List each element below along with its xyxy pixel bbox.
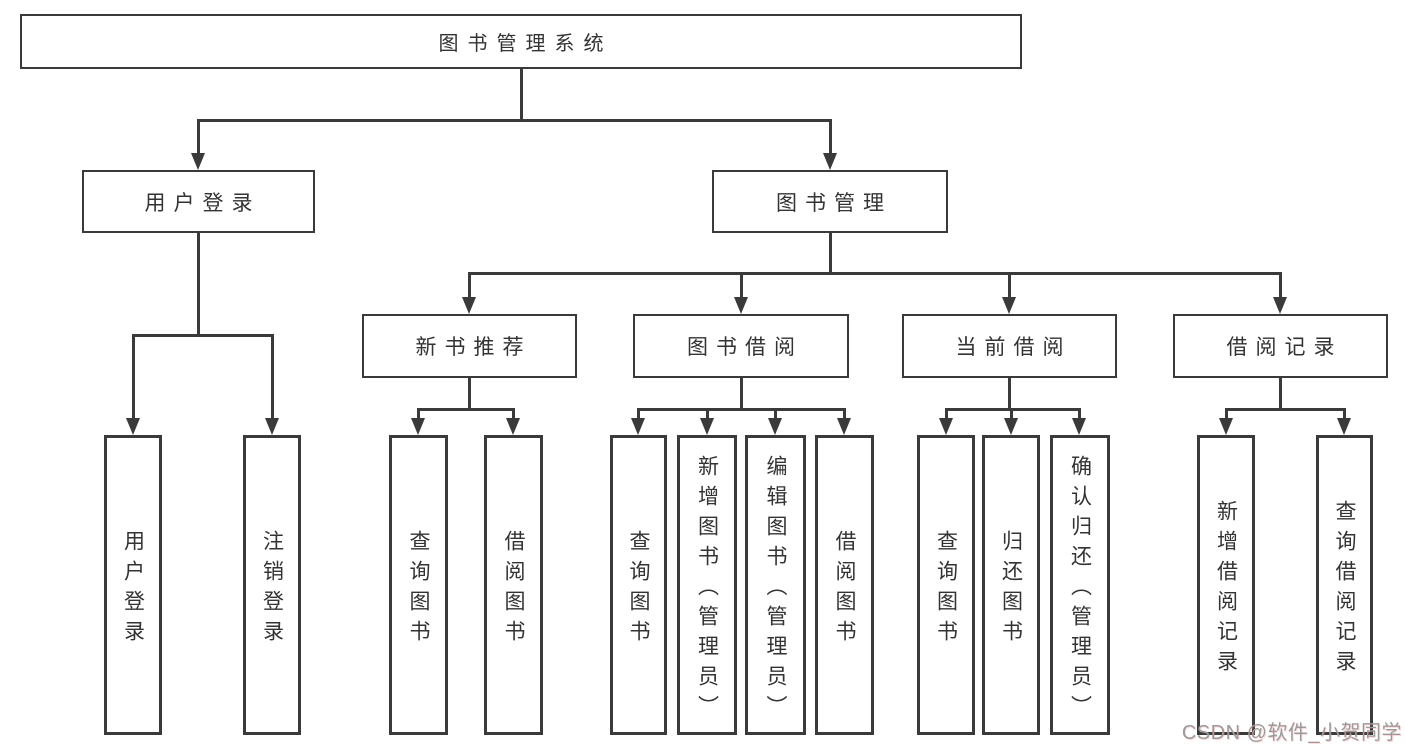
arrow-down-icon xyxy=(939,418,953,435)
node-book-management: 图书管理 xyxy=(712,170,948,233)
leaf-add-book-admin: 新增图书（管理员） xyxy=(677,435,737,735)
connector-line xyxy=(829,119,832,155)
leaf-query-books: 查询图书 xyxy=(389,435,448,735)
connector-line xyxy=(843,408,846,421)
node-label: 查询图书 xyxy=(934,529,958,650)
leaf-logout: 注销登录 xyxy=(243,435,301,735)
connector-line xyxy=(740,272,743,300)
arrow-down-icon xyxy=(1337,418,1351,435)
arrow-down-icon xyxy=(265,418,279,435)
arrow-down-icon xyxy=(1002,297,1016,314)
node-label: 注销登录 xyxy=(260,529,284,650)
connector-line xyxy=(520,69,523,121)
connector-line xyxy=(512,408,515,421)
arrow-down-icon xyxy=(1219,418,1233,435)
leaf-add-borrow-record: 新增借阅记录 xyxy=(1197,435,1255,735)
connector-line xyxy=(468,272,1281,275)
arrow-down-icon xyxy=(506,418,520,435)
arrow-down-icon xyxy=(631,418,645,435)
connector-line xyxy=(1225,408,1228,421)
node-label: 新增借阅记录 xyxy=(1214,499,1238,680)
connector-line xyxy=(1225,408,1345,411)
connector-line xyxy=(132,334,273,337)
connector-line xyxy=(637,408,845,411)
leaf-borrow-books: 借阅图书 xyxy=(484,435,543,735)
leaf-borrow-books: 借阅图书 xyxy=(815,435,874,735)
arrow-down-icon xyxy=(126,418,140,435)
node-label: 编辑图书（管理员） xyxy=(764,454,787,725)
node-label: 图书管理系统 xyxy=(438,33,613,55)
node-label: 用户登录 xyxy=(121,529,145,650)
connector-line xyxy=(197,119,831,122)
node-label: 归还图书 xyxy=(999,529,1023,650)
connector-line xyxy=(1279,378,1282,410)
connector-line xyxy=(417,408,515,411)
connector-line xyxy=(1343,408,1346,421)
leaf-query-borrow-record: 查询借阅记录 xyxy=(1316,435,1373,735)
connector-line xyxy=(271,334,274,420)
node-label: 查询借阅记录 xyxy=(1333,499,1356,680)
arrow-down-icon xyxy=(837,418,851,435)
node-label: 图书借阅 xyxy=(687,336,803,359)
connector-line xyxy=(417,408,420,421)
arrow-down-icon xyxy=(1004,418,1018,435)
leaf-user-login: 用户登录 xyxy=(104,435,162,735)
arrow-down-icon xyxy=(823,153,837,170)
connector-line xyxy=(1008,272,1011,300)
connector-line xyxy=(197,119,200,155)
leaf-return-book: 归还图书 xyxy=(982,435,1040,735)
node-library-management-system: 图书管理系统 xyxy=(20,14,1022,69)
node-label: 借阅图书 xyxy=(502,529,525,650)
arrow-down-icon xyxy=(700,418,714,435)
connector-line xyxy=(1078,408,1081,421)
connector-line xyxy=(1279,272,1282,300)
leaf-query-books: 查询图书 xyxy=(610,435,667,735)
arrow-down-icon xyxy=(768,418,782,435)
node-label: 新增图书（管理员） xyxy=(695,454,719,725)
arrow-down-icon xyxy=(191,153,205,170)
connector-line xyxy=(1008,378,1011,410)
leaf-query-books: 查询图书 xyxy=(917,435,975,735)
node-label: 图书管理 xyxy=(776,191,892,215)
connector-line xyxy=(468,272,471,300)
node-label: 借阅记录 xyxy=(1226,336,1343,359)
node-label: 查询图书 xyxy=(627,529,650,650)
leaf-edit-book-admin: 编辑图书（管理员） xyxy=(745,435,806,735)
connector-line xyxy=(740,378,743,410)
arrow-down-icon xyxy=(411,418,425,435)
connector-line xyxy=(468,378,471,410)
node-label: 确认归还（管理员） xyxy=(1068,454,1092,725)
node-borrowing-records: 借阅记录 xyxy=(1173,314,1388,378)
node-label: 查询图书 xyxy=(407,529,430,650)
connector-line xyxy=(945,408,948,421)
csdn-watermark: CSDN @软件_小贺同学 xyxy=(1181,722,1402,744)
arrow-down-icon xyxy=(1273,297,1287,314)
node-label: 借阅图书 xyxy=(833,529,856,650)
connector-line xyxy=(132,334,135,420)
node-user-login: 用户登录 xyxy=(82,170,315,233)
connector-line xyxy=(829,233,832,274)
node-label: 新书推荐 xyxy=(415,336,532,359)
connector-line xyxy=(945,408,1080,411)
node-label: 当前借阅 xyxy=(955,336,1072,359)
arrow-down-icon xyxy=(462,297,476,314)
arrow-down-icon xyxy=(1072,418,1086,435)
node-current-borrowing: 当前借阅 xyxy=(902,314,1117,378)
connector-line xyxy=(1010,408,1013,421)
connector-line xyxy=(197,233,200,336)
node-label: 用户登录 xyxy=(144,191,261,215)
connector-line xyxy=(637,408,640,421)
arrow-down-icon xyxy=(734,297,748,314)
connector-line xyxy=(774,408,777,421)
node-new-book-recommendation: 新书推荐 xyxy=(362,314,577,378)
node-book-borrowing: 图书借阅 xyxy=(633,314,849,378)
connector-line xyxy=(706,408,709,421)
leaf-confirm-return-admin: 确认归还（管理员） xyxy=(1050,435,1110,735)
